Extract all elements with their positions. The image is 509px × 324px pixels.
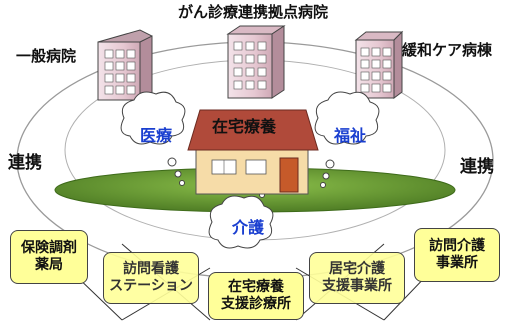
- box-pharmacy-line1: 保険調剤: [21, 240, 77, 257]
- box-nursing-line2: ステーション: [109, 278, 193, 294]
- house-icon: [187, 109, 319, 195]
- label-palliative-ward: 緩和ケア病棟: [402, 41, 493, 59]
- box-home-care-line2: 事業所: [436, 255, 478, 271]
- label-renkei-left: 連携: [8, 153, 42, 173]
- cloud-fukushi: [314, 91, 380, 188]
- box-pharmacy: 保険調剤 薬局: [10, 230, 88, 284]
- box-visiting-nursing: 訪問看護 ステーション: [103, 252, 199, 304]
- hospital-palliative-icon: [354, 30, 404, 99]
- box-nursing-line1: 訪問看護: [123, 261, 179, 278]
- label-general-hospital: 一般病院: [16, 47, 77, 65]
- label-fukushi: 福祉: [334, 126, 367, 145]
- label-zaitaku-ryoyo: 在宅療養: [212, 117, 277, 136]
- label-iryo: 医療: [140, 126, 173, 145]
- box-home-care-line1: 訪問介護: [429, 238, 485, 255]
- diagram-title: がん診療連携拠点病院: [178, 3, 329, 21]
- box-care-support-line2: 支援事業所: [322, 278, 392, 294]
- cloud-iryo: [120, 91, 186, 186]
- box-home-care: 訪問介護 事業所: [414, 228, 500, 282]
- label-kaigo: 介護: [232, 218, 265, 237]
- box-support-clinic: 在宅療養 支援診療所: [208, 272, 304, 320]
- box-clinic-line1: 在宅療養: [228, 279, 284, 296]
- label-renkei-right: 連携: [460, 157, 494, 177]
- box-care-support: 居宅介護 支援事業所: [309, 252, 405, 304]
- box-care-support-line1: 居宅介護: [329, 261, 385, 278]
- box-pharmacy-line2: 薬局: [35, 257, 63, 273]
- box-clinic-line2: 支援診療所: [221, 296, 291, 312]
- hospital-cancer-center-icon: [226, 25, 286, 99]
- hospital-general-icon: [97, 29, 153, 101]
